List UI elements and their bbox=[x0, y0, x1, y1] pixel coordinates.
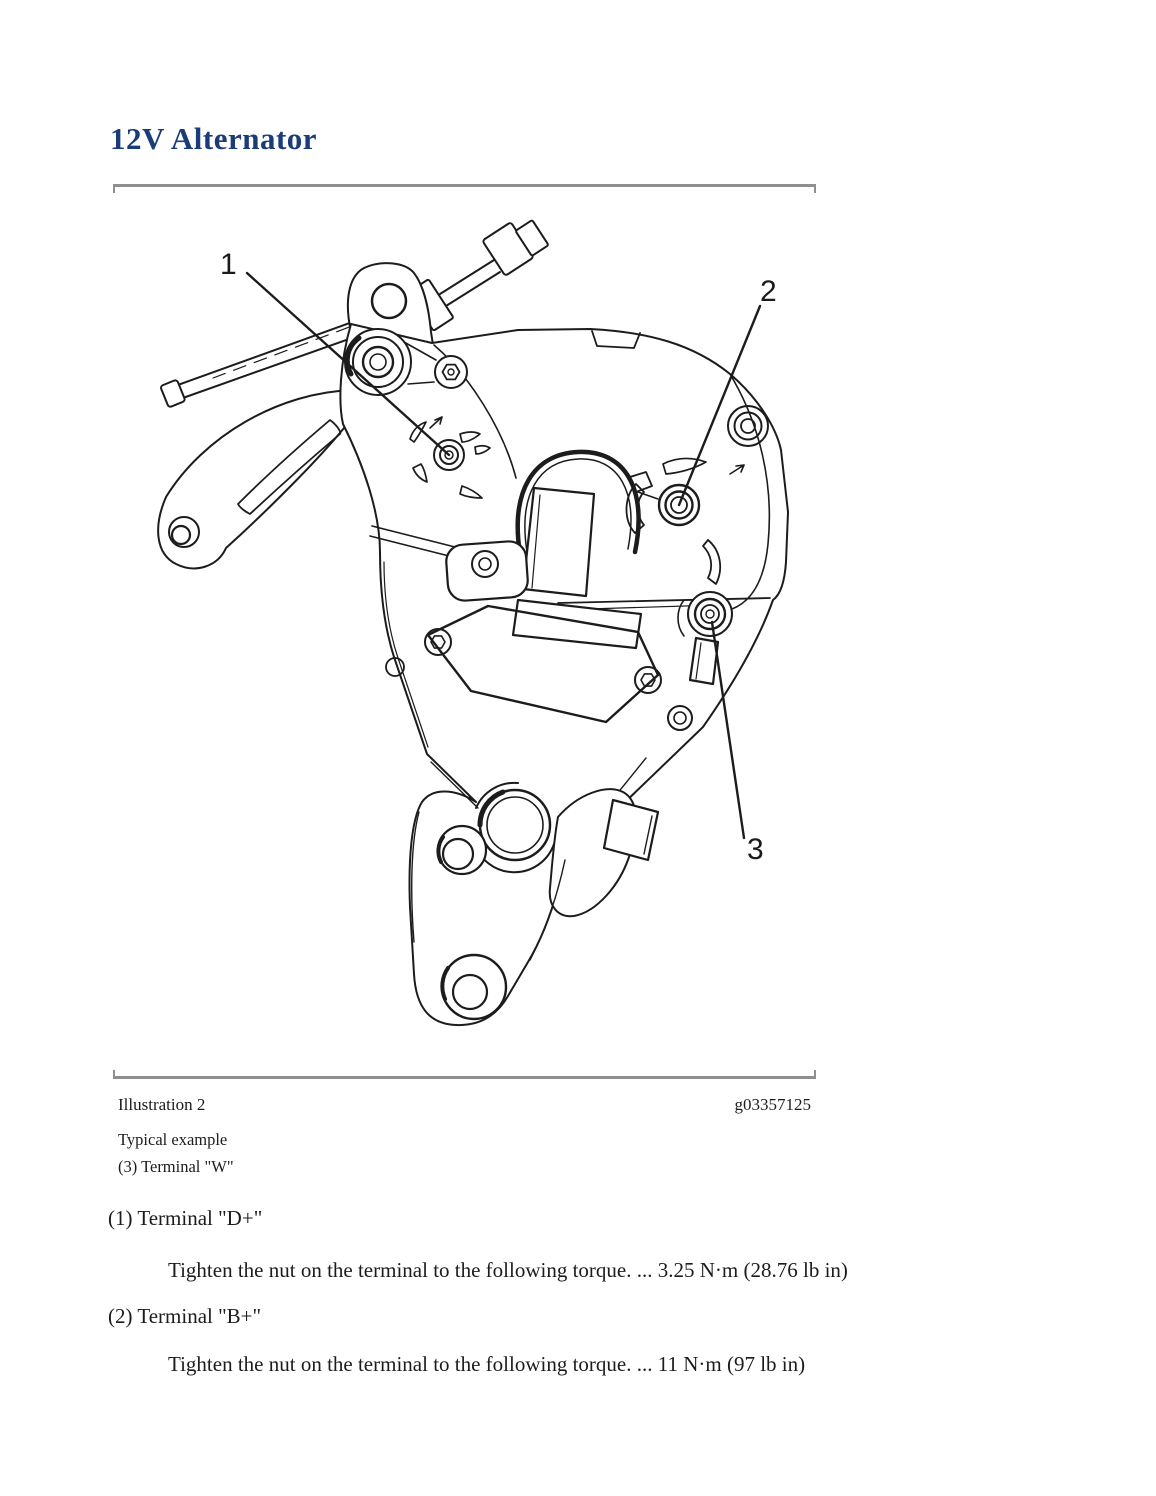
rule-end-tick bbox=[113, 187, 115, 193]
shaft-nut bbox=[344, 328, 468, 396]
lower-bracket bbox=[411, 781, 660, 1021]
callout-2: 2 bbox=[760, 275, 777, 308]
alternator-illustration: 1 2 3 bbox=[118, 202, 818, 1082]
terminal-w bbox=[677, 591, 733, 686]
callout-leader-lines bbox=[245, 271, 762, 840]
callout-3: 3 bbox=[747, 833, 764, 866]
figure-top-rule bbox=[113, 184, 816, 193]
brush-holder-dome bbox=[511, 449, 643, 650]
rule-end-tick bbox=[113, 1070, 115, 1076]
terminal-d-plus bbox=[409, 416, 491, 499]
illustration-label: Illustration 2 bbox=[118, 1095, 206, 1114]
mounting-tab bbox=[445, 540, 529, 602]
terminal-2-torque-spec: Tighten the nut on the terminal to the f… bbox=[168, 1352, 806, 1376]
rule-end-tick bbox=[814, 187, 816, 193]
illustration-legend-item: (3) Terminal "W" bbox=[118, 1157, 234, 1176]
mounting-ear bbox=[346, 262, 434, 346]
alternator-line-drawing: 1 2 3 bbox=[157, 219, 789, 1027]
illustration-subcaption: Typical example bbox=[118, 1130, 228, 1149]
illustration-code: g03357125 bbox=[734, 1095, 812, 1114]
terminal-1-heading: (1) Terminal "D+" bbox=[108, 1206, 263, 1230]
left-bracket-arm bbox=[157, 389, 356, 570]
figure-bottom-rule bbox=[113, 1070, 816, 1079]
rule-end-tick bbox=[814, 1070, 816, 1076]
terminal-1-torque-spec: Tighten the nut on the terminal to the f… bbox=[168, 1258, 848, 1282]
regulator-plate bbox=[385, 604, 693, 731]
housing-bolt bbox=[727, 405, 769, 447]
page-title: 12V Alternator bbox=[110, 120, 318, 156]
terminal-2-heading: (2) Terminal "B+" bbox=[108, 1304, 262, 1328]
callout-1: 1 bbox=[220, 248, 237, 281]
